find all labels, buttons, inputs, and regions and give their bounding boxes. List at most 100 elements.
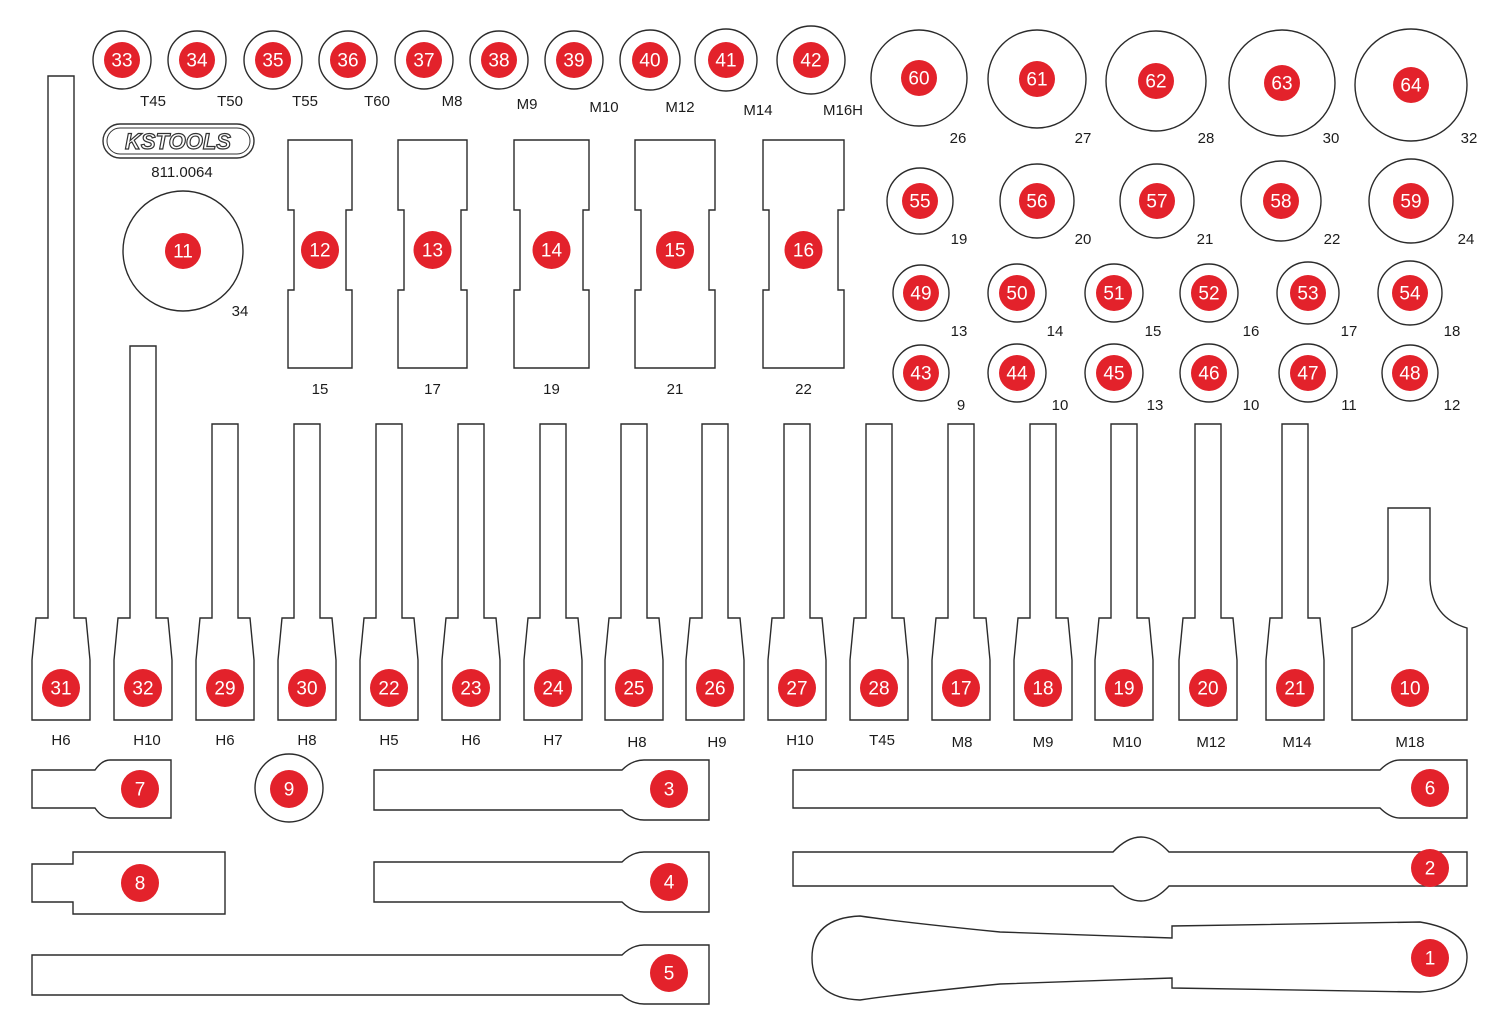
bit-socket-29-outline (195, 423, 255, 721)
socket-59-badge (1393, 183, 1429, 219)
socket-48-size-label: 12 (1444, 397, 1461, 414)
deep-socket-15-number: 15 (664, 241, 685, 262)
extension-4-outline (373, 851, 710, 913)
deep-socket-12-size-label: 15 (312, 381, 329, 398)
extension-3-badge (650, 770, 688, 808)
socket-40-size-label: M12 (665, 99, 694, 116)
socket-44-badge (999, 355, 1035, 391)
deep-socket-16-badge (784, 231, 823, 269)
socket-11-number: 11 (173, 242, 193, 263)
extension-6-outline (792, 759, 1468, 819)
bit-socket-27-badge (778, 669, 816, 707)
socket-64-number: 64 (1400, 76, 1422, 97)
socket-42-badge (793, 42, 829, 78)
socket-47-badge (1290, 355, 1326, 391)
socket-59-size-label: 24 (1458, 231, 1475, 248)
bit-socket-17-size-label: M8 (952, 734, 973, 751)
socket-50-number: 50 (1006, 284, 1027, 305)
bit-socket-27-outline (767, 423, 827, 721)
socket-39-size-label: M10 (589, 99, 618, 116)
socket-51-number: 51 (1103, 284, 1124, 305)
bit-socket-10-badge (1391, 669, 1429, 707)
bit-socket-24-size-label: H7 (543, 732, 562, 749)
socket-49-badge (903, 275, 939, 311)
bit-socket-30-badge (288, 669, 326, 707)
adapter-8-badge (121, 864, 159, 902)
socket-44-size-label: 10 (1052, 397, 1069, 414)
socket-33-size-label: T45 (140, 93, 166, 110)
bit-socket-20-size-label: M12 (1196, 734, 1225, 751)
socket-62-badge (1138, 63, 1174, 99)
bit-socket-25-outline (604, 423, 664, 721)
socket-11-size-label: 34 (232, 303, 249, 320)
socket-53-size-label: 17 (1341, 323, 1358, 340)
socket-49-size-label: 13 (951, 323, 968, 340)
socket-45-badge (1096, 355, 1132, 391)
bit-socket-17-number: 17 (950, 679, 971, 700)
socket-33-number: 33 (111, 51, 132, 72)
socket-42-number: 42 (800, 51, 821, 72)
socket-41-size-label: M14 (743, 102, 772, 119)
deep-socket-14-number: 14 (541, 241, 563, 262)
socket-46-size-label: 10 (1243, 397, 1260, 414)
socket-37-badge (406, 42, 442, 78)
socket-58-badge (1263, 183, 1299, 219)
socket-34-badge (179, 42, 215, 78)
socket-63-badge (1264, 65, 1300, 101)
socket-49-number: 49 (910, 284, 931, 305)
ratchet-1-badge (1411, 939, 1449, 977)
adapter-7-badge (121, 770, 159, 808)
deep-socket-14-size-label: 19 (543, 381, 560, 398)
bit-socket-22-badge (370, 669, 408, 707)
socket-35-badge (255, 42, 291, 78)
socket-38-size-label: M9 (517, 96, 538, 113)
socket-53-number: 53 (1297, 284, 1318, 305)
bit-socket-26-badge (696, 669, 734, 707)
socket-61-badge (1019, 61, 1055, 97)
socket-40-number: 40 (639, 51, 660, 72)
socket-33-badge (104, 42, 140, 78)
deep-socket-16-size-label: 22 (795, 381, 812, 398)
bit-socket-18-number: 18 (1032, 679, 1053, 700)
sliding-bar-2-number: 2 (1425, 859, 1436, 880)
bit-socket-32-outline (113, 345, 173, 721)
socket-50-badge (999, 275, 1035, 311)
socket-35-size-label: T55 (292, 93, 318, 110)
socket-41-badge (708, 42, 744, 78)
bit-socket-10-size-label: M18 (1395, 734, 1424, 751)
socket-60-badge (901, 60, 937, 96)
socket-43-number: 43 (910, 364, 931, 385)
socket-55-number: 55 (909, 192, 930, 213)
bit-socket-24-outline (523, 423, 583, 721)
deep-socket-15-size-label: 21 (667, 381, 684, 398)
extension-4-badge (650, 863, 688, 901)
socket-34-number: 34 (186, 51, 208, 72)
socket-54-badge (1392, 275, 1428, 311)
bit-socket-25-badge (615, 669, 653, 707)
socket-37-size-label: M8 (442, 93, 463, 110)
bit-socket-22-number: 22 (378, 679, 399, 700)
socket-55-badge (902, 183, 938, 219)
bit-socket-23-badge (452, 669, 490, 707)
socket-37-number: 37 (413, 51, 434, 72)
socket-39-badge (556, 42, 592, 78)
deep-socket-13-badge (413, 231, 452, 269)
bit-socket-18-size-label: M9 (1033, 734, 1054, 751)
socket-60-size-label: 26 (950, 130, 967, 147)
deep-socket-13-size-label: 17 (424, 381, 441, 398)
bit-socket-10-number: 10 (1399, 679, 1420, 700)
socket-62-size-label: 28 (1198, 130, 1215, 147)
socket-51-size-label: 15 (1145, 323, 1162, 340)
bit-socket-24-badge (534, 669, 572, 707)
bit-socket-22-outline (359, 423, 419, 721)
socket-45-number: 45 (1103, 364, 1124, 385)
socket-47-size-label: 11 (1341, 397, 1357, 414)
extension-6-number: 6 (1425, 779, 1436, 800)
socket-57-number: 57 (1146, 192, 1167, 213)
socket-39-number: 39 (563, 51, 584, 72)
bit-socket-18-badge (1024, 669, 1062, 707)
socket-51-badge (1096, 275, 1132, 311)
extension-5-badge (650, 954, 688, 992)
